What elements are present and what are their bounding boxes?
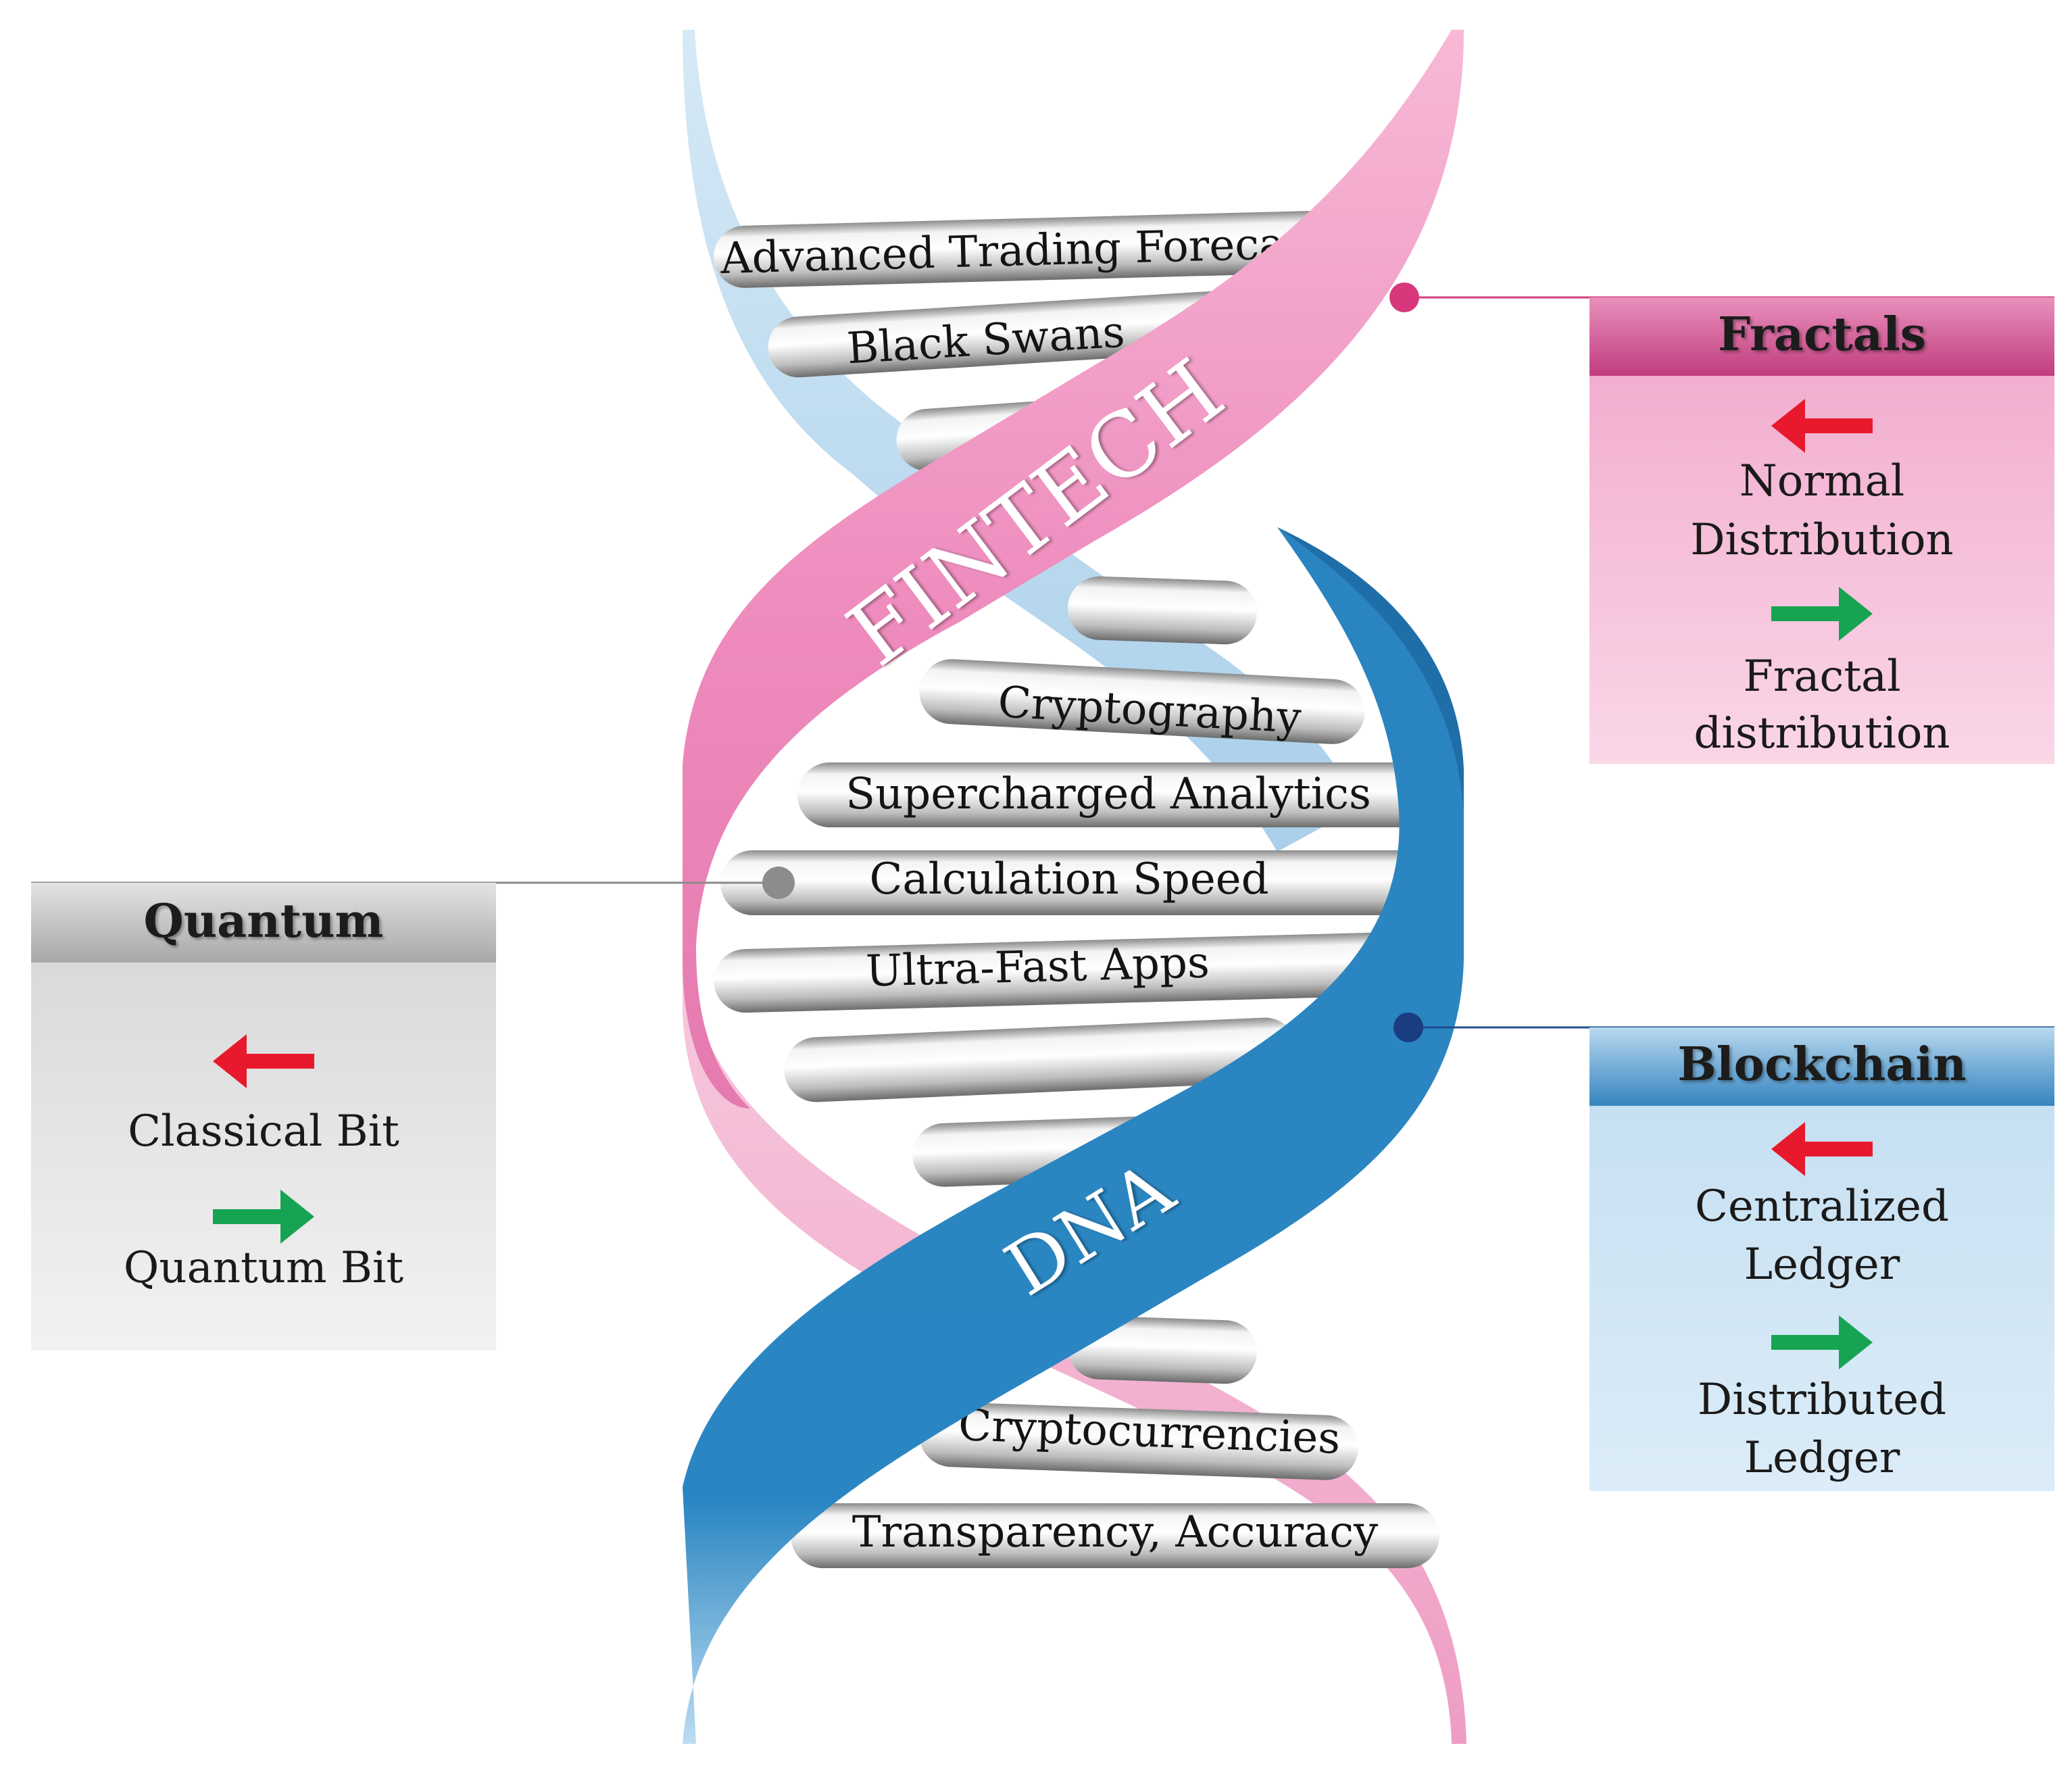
helix-rung-7 (720, 850, 1430, 915)
helix-rung-1 (714, 210, 1389, 288)
helix-rung-9 (784, 1017, 1298, 1102)
helix-rung-8 (714, 932, 1403, 1013)
blockchain-panel-body (1589, 1106, 2054, 1491)
helix-rung-6 (797, 762, 1439, 827)
quantum-panel: Quantum Classical Bit Quantum Bit (31, 883, 496, 1350)
fractals-to-label-line2: distribution (1694, 708, 1950, 758)
helix-rung-13 (791, 1503, 1439, 1568)
quantum-panel-title: Quantum (144, 894, 384, 948)
blue-strand-back-upper (683, 30, 1352, 852)
blockchain-from-label-line1: Centralized (1695, 1182, 1949, 1232)
blockchain-connector-dot (1393, 1013, 1423, 1042)
blue-strand-front-edge (1277, 527, 1464, 811)
helix-rung-label-8: Ultra-Fast Apps (865, 938, 1210, 996)
left-arrow-shape (1771, 1122, 1873, 1176)
helix-rung-12 (919, 1402, 1358, 1480)
helix-rung-4 (1068, 576, 1257, 645)
quantum-to-label: Quantum Bit (124, 1243, 404, 1293)
quantum-connector-dot (762, 867, 795, 899)
blockchain-to-label-line2: Ledger (1744, 1433, 1900, 1483)
blockchain-to-label-line1: Distributed (1698, 1375, 1946, 1425)
helix-rung-label-13: Transparency, Accuracy (852, 1507, 1378, 1557)
fractals-panel-header (1589, 297, 2054, 376)
fractals-panel-body (1589, 376, 2054, 764)
quantum-from-label: Classical Bit (128, 1106, 399, 1157)
helix-rung-2 (768, 286, 1322, 378)
right-arrow-shape (1771, 587, 1873, 641)
right-arrow-shape (1771, 1315, 1873, 1369)
helix-rung-5 (919, 659, 1365, 744)
quantum-left-arrow-icon (213, 1034, 314, 1088)
quantum-right-arrow-icon (213, 1190, 314, 1244)
helix-front-strands (683, 30, 1464, 1744)
blue-strand-front (683, 527, 1464, 1744)
blockchain-right-arrow-icon (1771, 1315, 1873, 1369)
blockchain-panel: Blockchain Centralized Ledger Distribute… (1589, 1027, 2054, 1491)
blockchain-panel-title: Blockchain (1677, 1038, 1966, 1092)
fractals-from-label-line1: Normal (1740, 456, 1904, 506)
fractals-left-arrow-icon (1771, 399, 1873, 453)
left-arrow-shape (213, 1034, 314, 1088)
helix-rung-label-7: Calculation Speed (869, 854, 1268, 904)
blockchain-from-label-line2: Ledger (1744, 1240, 1900, 1290)
fractals-panel: Fractals Normal Distribution Fractal dis… (1589, 297, 2054, 764)
quantum-panel-header (31, 883, 496, 963)
right-arrow-shape (213, 1190, 314, 1244)
quantum-panel-body (31, 963, 496, 1350)
helix-rung-11 (1068, 1315, 1257, 1384)
fractals-to-label-line1: Fractal (1743, 652, 1900, 702)
fractals-panel-title: Fractals (1718, 308, 1926, 362)
fractals-from-label-line2: Distribution (1690, 515, 1954, 565)
blockchain-panel-header (1589, 1027, 2054, 1106)
blockchain-left-arrow-icon (1771, 1122, 1873, 1176)
fractals-right-arrow-icon (1771, 587, 1873, 641)
helix-rung-label-6: Supercharged Analytics (845, 769, 1371, 819)
pink-strand-front (683, 30, 1464, 1109)
fractals-connector-dot (1389, 283, 1419, 312)
left-arrow-shape (1771, 399, 1873, 453)
